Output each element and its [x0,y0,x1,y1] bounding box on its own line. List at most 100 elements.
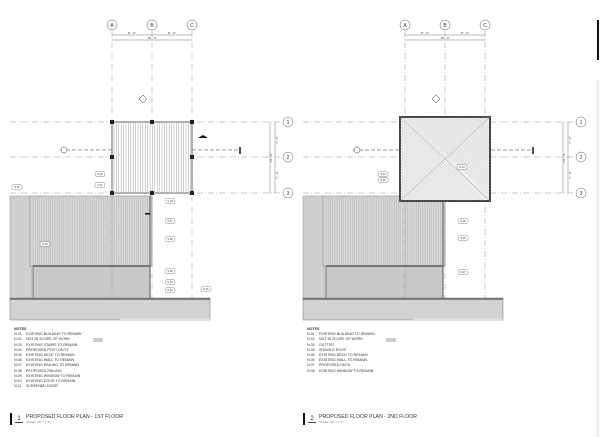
roof-hatch [411,116,491,190]
note-row: N.08 EXISTING WINDOW TO REMAIN [307,369,375,374]
roof-hatch [399,134,467,202]
note-text: EXISTING STAIRS TO REMAIN [26,342,78,347]
note-tag-label: N.03 [380,173,386,176]
note-tag-label: N.03 [167,281,173,284]
title-block-mark [597,20,599,60]
note-code: N.09 [14,373,22,378]
existing-room [32,265,151,300]
note-text: EXISTING DOOR TO REMAIN [26,379,76,384]
roof-hatch [399,170,431,202]
note-text: EXISTING WINDOW TO REMAIN [26,373,81,378]
roof-hatch [399,149,452,202]
roof-hatch [429,116,491,172]
roof-hatch [399,155,446,202]
note-code: N.08 [307,368,315,373]
note-text: PROPOSED DECK [319,363,351,368]
note-text: EXISTING WALL TO REMAIN [319,358,368,363]
roof-hatch [414,116,491,187]
note-tag [164,287,176,293]
note-text: NOT IN SCOPE OF WORK [26,337,70,342]
dimension-text: 14' - 0" [269,153,273,162]
dimension-text: 14' - 0" [562,153,566,162]
grid-label: C [190,23,194,29]
note-row: N.05 EXISTING DECK TO REMAIN [14,353,82,358]
grid-bubble [575,116,587,128]
note-text: EXISTING RAILING TO REMAIN [26,363,79,368]
legend-bar [120,318,210,321]
section-marker-icon [353,146,361,154]
note-tag-label: N.10 [42,243,48,246]
note-text: PROPOSED RAILING [26,368,62,373]
note-tag-label: N.05 [460,237,466,240]
legend-swatch [386,338,396,342]
grid-bubble [282,151,294,163]
plan-title: PROPOSED FLOOR PLAN - 2ND FLOOR [319,414,418,420]
grid-label: B [150,23,154,29]
roof-hatch [471,116,491,130]
grid-label: 2 [287,155,290,161]
note-tag-label: N.01 [203,288,209,291]
roof-hatch [480,116,491,121]
railing-mark [145,213,150,215]
grid-bubble [575,187,587,199]
note-code: N.02 [307,337,315,342]
note-tag [11,184,23,190]
roof-hatch [417,116,491,184]
roof-hip [399,116,491,202]
note-tag [39,241,51,247]
note-code: N.06 [14,358,22,363]
roof-hatch [468,116,491,133]
note-text: EXISTING DECK TO REMAIN [26,353,75,358]
note-text: PROPOSED POST ON FT [26,347,69,352]
note-tag [457,235,469,241]
floor-plan-1 [9,19,294,342]
dimension-text: 7' - 0" [568,136,572,144]
notes-heading: NOTES [307,327,320,331]
roof-hatch [399,131,470,202]
note-text: SCREENED DOOR [26,384,58,389]
roof-hatch [399,182,419,202]
roof-hatch [399,158,443,202]
grid-bubble [146,19,158,31]
roof-hatch [399,119,482,202]
dimension-text: 7' - 0" [568,171,572,179]
note-code: N.11 [14,384,22,389]
note-tag-label: N.06 [460,220,466,223]
grid-label: 1 [287,120,290,126]
note-tag-label: N.07 [460,271,466,274]
plan-title-2: 2 PROPOSED FLOOR PLAN - 2ND FLOOR SCALE:… [303,413,417,425]
plan-number: 1 [15,416,23,423]
roof-hatch [399,125,476,202]
note-text: EXISTING WINDOW TO REMAIN [319,368,374,373]
notes-heading: NOTES [14,327,27,331]
grid-label: A [403,23,407,29]
existing-building-base [9,297,211,321]
note-tag [94,182,106,188]
note-row: N.09 EXISTING WINDOW TO REMAIN [14,374,82,379]
post [190,191,194,195]
existing-room [325,265,444,300]
post [110,155,114,159]
roof-hatch [477,116,491,124]
grid-label: C [483,23,487,29]
note-code: N.05 [14,353,22,358]
note-code: N.07 [14,363,22,368]
post [150,120,154,124]
note-row: N.07 EXISTING RAILING TO REMAIN [14,363,82,368]
note-tag [457,269,469,275]
note-row: N.11 SCREENED DOOR [14,384,82,389]
note-text: EXISTING BUILDING TO REMAIN [26,332,82,337]
post [150,191,154,195]
post [110,120,114,124]
note-tag-label: N.04 [459,166,465,169]
post [190,155,194,159]
grid-label: 3 [580,191,583,197]
note-text: GUTTER [319,342,334,347]
note-tag [377,177,389,183]
note-text: NOT IN SCOPE OF WORK [319,337,363,342]
roof-hatch [396,200,401,205]
